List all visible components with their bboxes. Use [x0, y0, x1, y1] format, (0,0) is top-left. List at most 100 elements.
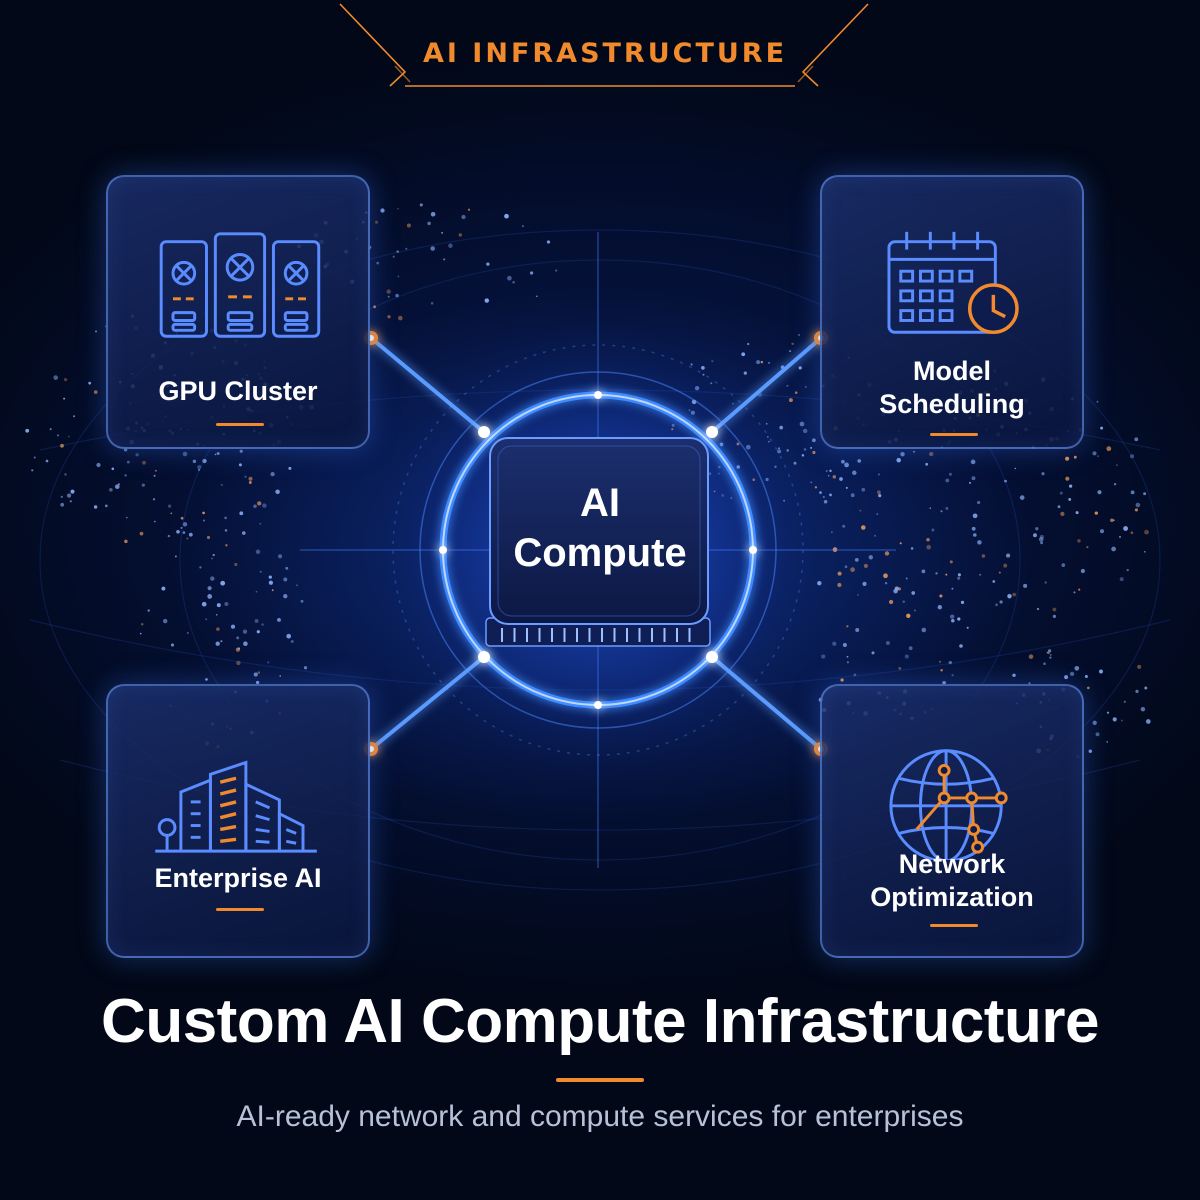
map-light-dot — [1099, 669, 1103, 674]
map-light-dot — [1043, 662, 1046, 665]
map-light-dot — [940, 510, 943, 513]
map-light-dot — [913, 609, 916, 612]
map-light-dot — [197, 468, 201, 472]
map-light-dot — [900, 451, 905, 457]
map-light-dot — [262, 503, 267, 508]
map-light-dot — [206, 535, 211, 540]
map-light-dot — [1046, 651, 1049, 654]
map-light-dot — [1080, 568, 1086, 574]
map-light-dot — [862, 581, 867, 586]
map-light-dot — [220, 640, 223, 643]
map-light-dot — [154, 520, 156, 523]
map-light-dot — [877, 473, 880, 476]
map-light-dot — [261, 623, 264, 626]
map-light-dot — [1044, 581, 1047, 584]
map-light-dot — [1052, 607, 1057, 612]
map-light-dot — [1130, 490, 1135, 495]
map-light-dot — [929, 451, 934, 457]
map-light-dot — [192, 459, 197, 464]
map-light-dot — [199, 566, 202, 569]
map-light-dot — [935, 572, 938, 575]
map-light-dot — [205, 618, 208, 621]
map-light-dot — [904, 654, 909, 659]
ai-chip — [485, 437, 711, 647]
map-light-dot — [170, 512, 173, 515]
map-light-dot — [1088, 749, 1093, 753]
map-light-dot — [290, 640, 294, 643]
card-model-scheduling[interactable]: Model Scheduling — [820, 175, 1084, 449]
map-light-dot — [1143, 492, 1147, 496]
map-light-dot — [430, 302, 434, 305]
map-light-dot — [176, 529, 180, 534]
map-light-dot — [832, 475, 837, 479]
map-light-dot — [154, 469, 157, 472]
card-network-optimization[interactable]: Network Optimization — [820, 684, 1084, 958]
map-light-dot — [852, 470, 857, 476]
map-light-dot — [926, 538, 930, 542]
map-light-dot — [486, 262, 490, 266]
card-label: Model Scheduling — [879, 356, 1025, 419]
card-enterprise-ai[interactable]: Enterprise AI — [106, 684, 370, 958]
map-light-dot — [182, 522, 188, 527]
map-light-dot — [760, 360, 764, 364]
map-light-dot — [124, 539, 128, 544]
map-light-dot — [966, 626, 969, 629]
map-light-dot — [1113, 482, 1117, 486]
map-light-dot — [242, 629, 248, 634]
map-light-dot — [64, 378, 68, 382]
ring-nodes — [439, 391, 757, 709]
map-light-dot — [1003, 563, 1008, 568]
map-light-dot — [374, 220, 379, 224]
map-light-dot — [844, 565, 848, 568]
map-light-dot — [458, 233, 462, 237]
card-label: GPU Cluster — [158, 376, 318, 406]
map-light-dot — [1134, 437, 1139, 442]
map-light-dot — [182, 531, 186, 534]
map-light-dot — [207, 586, 212, 591]
map-light-dot — [239, 511, 244, 516]
title-underline — [556, 1078, 644, 1082]
map-light-dot — [397, 275, 400, 278]
map-light-dot — [277, 617, 281, 622]
map-light-dot — [1135, 502, 1141, 508]
map-light-dot — [829, 493, 832, 497]
map-light-dot — [973, 533, 977, 537]
map-light-dot — [957, 576, 961, 580]
map-light-dot — [114, 484, 120, 490]
map-light-dot — [899, 542, 902, 545]
map-light-dot — [1065, 476, 1070, 481]
map-light-dot — [841, 459, 845, 464]
card-gpu-cluster[interactable]: GPU Cluster — [106, 175, 370, 449]
map-light-dot — [1106, 741, 1109, 743]
map-light-dot — [951, 587, 954, 590]
map-light-dot — [427, 221, 431, 226]
map-light-dot — [279, 675, 282, 677]
map-light-dot — [846, 655, 849, 658]
map-light-dot — [152, 498, 156, 501]
map-light-dot — [908, 646, 913, 651]
map-light-dot — [1035, 527, 1039, 531]
map-light-dot — [234, 562, 238, 567]
map-light-dot — [1059, 491, 1063, 495]
map-light-dot — [972, 513, 978, 519]
map-light-dot — [789, 350, 792, 353]
map-light-dot — [211, 557, 213, 560]
map-light-dot — [267, 661, 270, 664]
map-light-dot — [945, 573, 948, 576]
map-light-dot — [1049, 653, 1052, 656]
map-light-dot — [1145, 719, 1151, 724]
map-light-dot — [950, 614, 955, 619]
map-light-dot — [979, 573, 982, 576]
map-light-dot — [822, 495, 825, 499]
map-light-dot — [214, 453, 217, 456]
map-light-dot — [929, 507, 932, 510]
map-light-dot — [248, 481, 252, 484]
map-light-dot — [170, 643, 175, 647]
map-light-dot — [1099, 529, 1105, 534]
map-light-dot — [504, 213, 509, 219]
map-light-dot — [546, 240, 551, 244]
map-light-dot — [854, 557, 859, 562]
map-light-dot — [275, 489, 280, 495]
